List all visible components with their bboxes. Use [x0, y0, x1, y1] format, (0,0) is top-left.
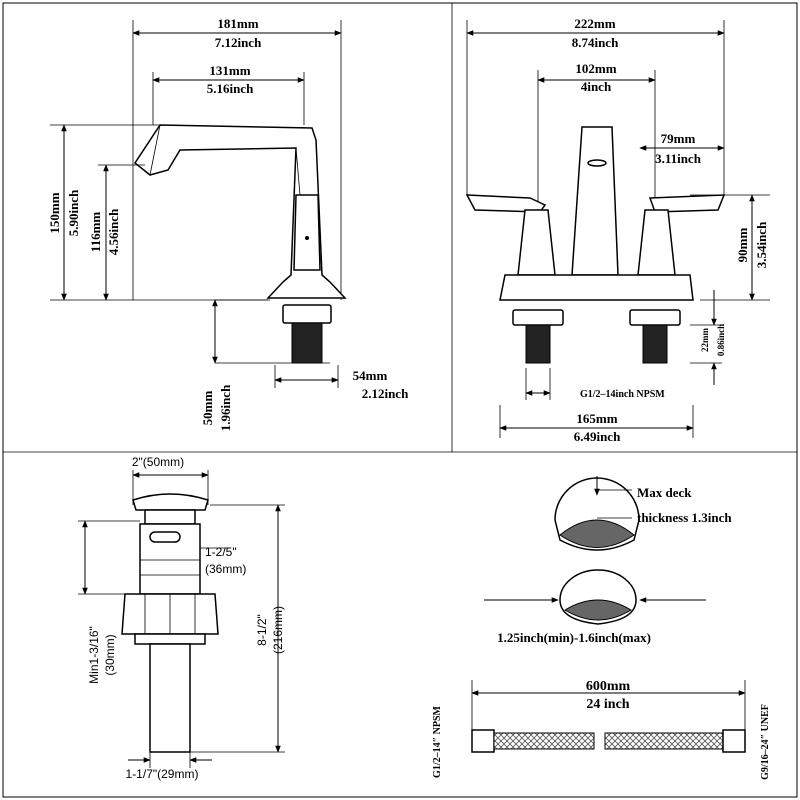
- front-view: 222mm 8.74inch 102mm 4inch 79mm 3.11inch…: [465, 16, 770, 444]
- drain-top-width: 2"(50mm): [132, 455, 184, 469]
- side-reach-in: 5.16inch: [207, 81, 254, 96]
- front-handle-in: 3.11inch: [655, 151, 702, 166]
- side-height-mm: 150mm: [47, 192, 62, 233]
- hose-left-thread: G1/2–14″ NPSM: [432, 705, 443, 777]
- drain-body-width-mm: (36mm): [205, 562, 246, 576]
- left-shank: [525, 324, 551, 364]
- front-spread-mm: 102mm: [575, 61, 616, 76]
- right-handle: [648, 194, 726, 213]
- drain-length: 8-1/2": [255, 614, 269, 646]
- deck-hole-label: 1.25inch(min)-1.6inch(max): [497, 630, 651, 645]
- hose-length-mm: 600mm: [586, 679, 631, 694]
- side-shank-mm: 50mm: [200, 391, 215, 426]
- front-handle-h-in: 3.54inch: [754, 221, 769, 268]
- hose-right-fitting: [722, 729, 746, 753]
- side-base-mm: 54mm: [353, 368, 388, 383]
- hose-view: 600mm 24 inch G1/2–14″ NPSM G9/16–24″ UN…: [432, 679, 771, 780]
- deck-plate: [499, 274, 694, 301]
- drain-length-mm: (216mm): [271, 606, 285, 654]
- front-width-mm: 222mm: [574, 16, 615, 31]
- front-width-in: 8.74inch: [572, 35, 619, 50]
- right-shank: [642, 324, 668, 364]
- hose-left-fitting: [471, 729, 495, 753]
- drain-tailpiece: [149, 643, 191, 753]
- front-thread-label: G1/2–14inch NPSM: [580, 389, 665, 400]
- front-plate-in: 6.49inch: [574, 429, 621, 444]
- shank-side: [291, 322, 323, 364]
- deck-detail: Max deck thickness 1.3inch 1.25inch(min)…: [484, 476, 732, 645]
- drain-min: Min1-3/16": [87, 626, 101, 684]
- front-handle-mm: 79mm: [661, 131, 696, 146]
- side-reach-mm: 131mm: [209, 63, 250, 78]
- faucet-body-side: [133, 124, 347, 299]
- hose-braid: [493, 732, 595, 750]
- front-spread-in: 4inch: [581, 79, 612, 94]
- side-shank-in: 1.96inch: [218, 384, 233, 431]
- drain-min-mm: (30mm): [103, 634, 117, 675]
- drain-cap: [132, 493, 209, 511]
- hose-length-in: 24 inch: [586, 697, 629, 712]
- hose-right-thread: G9/16–24″ UNEF: [760, 704, 771, 780]
- side-height-in: 5.90inch: [66, 189, 81, 236]
- side-width-mm: 181mm: [217, 16, 258, 31]
- front-handle-h-mm: 90mm: [735, 228, 750, 263]
- side-view: 181mm 7.12inch 131mm 5.16inch 150mm 5.90…: [47, 16, 409, 431]
- drain-view: 2"(50mm) 1-2/5" (36mm) Min1-3/16" (30mm)…: [78, 455, 285, 781]
- spout-front: [571, 126, 619, 276]
- drain-body-width: 1-2/5": [205, 545, 237, 559]
- side-base-in: 2.12inch: [362, 386, 409, 401]
- side-spout-h-in: 4.56inch: [106, 208, 121, 255]
- deck-max-label-1: Max deck: [637, 485, 692, 500]
- front-thread-mm: 22mm: [700, 328, 710, 352]
- side-width-in: 7.12inch: [215, 35, 262, 50]
- drain-tail: 1-1/7"(29mm): [126, 767, 199, 781]
- handle-side: [293, 194, 321, 271]
- side-spout-h-mm: 116mm: [88, 212, 103, 253]
- front-thread-in: 0.86inch: [716, 324, 726, 356]
- left-handle: [465, 194, 547, 213]
- deck-max-label-2: thickness 1.3inch: [637, 510, 732, 525]
- front-plate-mm: 165mm: [576, 411, 617, 426]
